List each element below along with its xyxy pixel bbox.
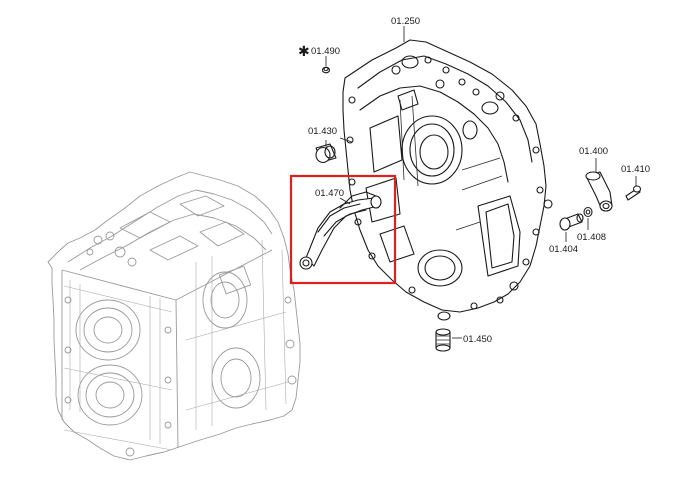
label-01410: 01.410 xyxy=(621,164,650,175)
part-01450-plug xyxy=(435,328,451,352)
part-01404-pin xyxy=(559,213,584,231)
label-01430: 01.430 xyxy=(308,126,337,137)
gearbox-housing-background xyxy=(47,171,301,461)
label-01400: 01.400 xyxy=(579,146,608,157)
label-01408: 01.408 xyxy=(577,232,606,243)
label-01250: 01.250 xyxy=(391,16,420,27)
part-01470-shift-lever xyxy=(299,191,382,270)
part-01410-screw xyxy=(625,185,642,201)
label-01470: 01.470 xyxy=(315,188,344,199)
part-01490-plug xyxy=(321,66,331,74)
part-01400-lever xyxy=(585,171,613,212)
label-01490: 01.490 xyxy=(311,46,340,57)
part-01408-washer xyxy=(583,206,593,218)
label-01450: 01.450 xyxy=(463,334,492,345)
label-01404: 01.404 xyxy=(549,244,578,255)
note-star-icon: ✱ xyxy=(298,44,310,60)
highlight-box-01470 xyxy=(289,174,397,285)
part-01430-bushing xyxy=(315,143,337,164)
cover-housing-01250 xyxy=(342,39,553,321)
leader-lines xyxy=(325,26,637,339)
